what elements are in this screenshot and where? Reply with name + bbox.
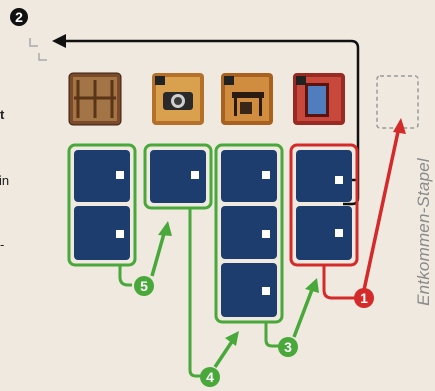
group-5-bracket	[67, 143, 137, 267]
group-4-arrow-head	[225, 331, 239, 346]
room-tile-camera	[152, 73, 204, 125]
card	[74, 150, 130, 202]
group-5-connector	[118, 265, 132, 287]
placeholder-corner-mark	[29, 38, 38, 47]
group-3-arrow-head	[305, 278, 319, 293]
group-1-arrow-head	[393, 118, 406, 134]
step-5-marker	[134, 276, 154, 296]
step-3-marker	[278, 337, 298, 357]
card	[296, 150, 352, 202]
room-tile-furniture	[221, 73, 273, 125]
card-marker	[191, 171, 199, 179]
room-tile-red-door	[293, 73, 345, 125]
group-3-arrow	[292, 286, 315, 338]
card	[150, 150, 206, 203]
card	[296, 206, 352, 260]
group-3-bracket	[214, 143, 284, 324]
group-4-bracket	[143, 143, 213, 210]
card-marker	[335, 229, 343, 237]
card	[74, 206, 130, 260]
escape-arrow-head	[52, 34, 66, 48]
placeholder-corner-mark	[38, 53, 47, 61]
card	[221, 206, 277, 259]
group-3-connector	[264, 322, 279, 348]
escape-arrow-line	[62, 39, 360, 206]
card-marker	[335, 176, 343, 184]
step-3-number: 3	[284, 339, 292, 355]
group-4-arrow	[213, 339, 235, 368]
step-1-marker	[354, 288, 374, 308]
card-marker	[262, 230, 270, 238]
cut-off-text-fragment: -	[0, 237, 5, 252]
card	[221, 150, 277, 202]
cut-off-text-fragment: t	[0, 107, 5, 122]
step-4-marker	[200, 367, 220, 387]
escape-pile-label: Entkommen-Stapel	[414, 158, 433, 306]
group-5-arrow	[150, 229, 167, 277]
step-2-number: 2	[15, 9, 23, 25]
step-4-number: 4	[206, 369, 214, 385]
group-5-arrow-head	[158, 221, 172, 236]
card-marker	[116, 171, 124, 179]
step-1-number: 1	[360, 290, 368, 306]
card-marker	[262, 287, 270, 295]
step-2-marker	[10, 8, 28, 26]
step-5-number: 5	[140, 278, 148, 294]
group-1-connector	[322, 265, 356, 300]
group-4-connector	[188, 208, 201, 378]
room-tile-wood-door	[68, 72, 122, 126]
card-marker	[262, 171, 270, 179]
card	[221, 263, 277, 317]
escape-pile-placeholder	[376, 75, 419, 129]
cut-off-text-fragment: in	[0, 173, 10, 188]
group-1-arrow	[362, 126, 401, 291]
card-marker	[116, 230, 124, 238]
